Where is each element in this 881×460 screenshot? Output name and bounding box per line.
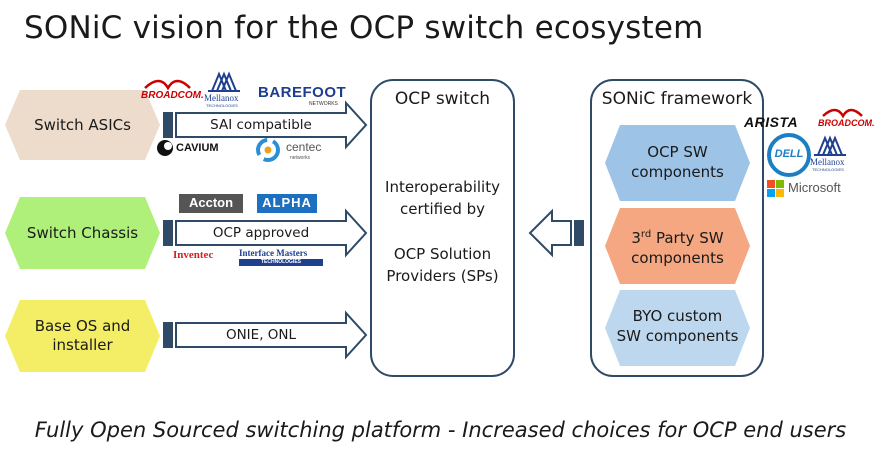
broadcom-swoosh-2-icon (822, 108, 863, 119)
sonic-framework-title: SONiC framework (601, 89, 753, 109)
inventec-logo: Inventec (173, 249, 214, 261)
sonic-to-ocp-arrow (528, 208, 584, 258)
dell-circle-icon (767, 133, 811, 177)
accton-logo-bg (179, 194, 243, 213)
arista-logo: ARISTA (744, 114, 799, 130)
byo-line1: BYO custom (632, 307, 723, 325)
cavium-logo: CAVIUM (176, 142, 219, 154)
centec-mark-icon (256, 138, 280, 162)
dell-logo: DELL (774, 148, 804, 160)
base-os-hex (5, 300, 160, 372)
ocp-sw-line2: components (631, 163, 724, 181)
onie-arrow (163, 310, 368, 360)
footer-tagline: Fully Open Sourced switching platform - … (34, 418, 847, 442)
broadcom-logo: BROADCOM. (141, 90, 204, 101)
microsoft-logo: Microsoft (788, 180, 841, 195)
mellanox-mark-2-icon (814, 135, 846, 156)
interface-masters-logo-sub: TECHNOLOGIES (239, 259, 323, 266)
ocp-switch-desc-2: OCP Solution Providers (SPs) (371, 243, 514, 287)
accton-logo: Accton (188, 195, 234, 210)
barefoot-logo-sub: NETWORKS (309, 101, 338, 107)
third-party-num: 3 (631, 229, 641, 247)
cavium-mark-icon (157, 140, 173, 156)
third-party-line2: components (631, 249, 724, 267)
mellanox-logo-sub: TECHNOLOGIES (206, 103, 238, 108)
third-party-sup: rd (640, 229, 652, 240)
ocp-switch-line3: OCP Solution (393, 245, 492, 263)
page-title: SONiC vision for the OCP switch ecosyste… (24, 10, 704, 46)
ocp-sw-components-hex (605, 125, 750, 201)
ocp-switch-line2: certified by (399, 200, 486, 218)
switch-chassis-label: Switch Chassis (26, 223, 139, 242)
switch-asics-label: Switch ASICs (34, 115, 131, 134)
base-os-label-line2: installer (52, 336, 113, 354)
broadcom-logo-2: BROADCOM. (818, 118, 875, 128)
ocp-sw-components-label: OCP SW components (605, 142, 750, 182)
centec-logo: centec (286, 140, 322, 154)
ocp-sw-line1: OCP SW (647, 143, 708, 161)
third-party-text: Party SW (651, 229, 724, 247)
onie-onl-label: ONIE, ONL (225, 327, 297, 343)
ocp-switch-box (370, 79, 515, 377)
alpha-logo: ALPHA (262, 195, 312, 210)
sai-arrow (163, 100, 368, 150)
alpha-logo-bg (257, 194, 317, 213)
byo-sw-components-label: BYO custom SW components (605, 306, 750, 346)
microsoft-squares-icon (767, 180, 784, 197)
ocp-switch-line4: Providers (SPs) (386, 267, 499, 285)
ocp-switch-title: OCP switch (394, 89, 491, 109)
barefoot-logo: BAREFOOT (258, 84, 347, 101)
switch-chassis-hex (5, 197, 160, 269)
sai-compatible-label: SAI compatible (210, 117, 312, 133)
byo-line2: SW components (616, 327, 739, 345)
centec-logo-sub: networks (290, 155, 311, 161)
mellanox-logo-2-sub: TECHNOLOGIES (812, 167, 844, 172)
interface-masters-logo: Interface Masters (239, 248, 308, 258)
ocp-approved-arrow (163, 208, 368, 258)
byo-sw-components-hex (605, 290, 750, 366)
ocp-switch-line1: Interoperability (385, 178, 500, 196)
mellanox-logo-2: Mellanox (810, 157, 845, 167)
broadcom-swoosh-icon (144, 79, 191, 91)
third-party-sw-components-hex (605, 208, 750, 284)
base-os-label: Base OS and installer (5, 300, 160, 372)
base-os-label-line1: Base OS and (34, 317, 131, 335)
ocp-approved-label: OCP approved (212, 225, 310, 241)
third-party-sw-components-label: 3rd Party SW components (605, 225, 750, 268)
ocp-switch-desc-1: Interoperability certified by (371, 176, 514, 220)
third-party-line1: 3rd Party SW (605, 225, 750, 248)
mellanox-logo: Mellanox (204, 93, 239, 103)
switch-asics-hex (5, 90, 160, 160)
mellanox-mark-icon (208, 71, 240, 92)
